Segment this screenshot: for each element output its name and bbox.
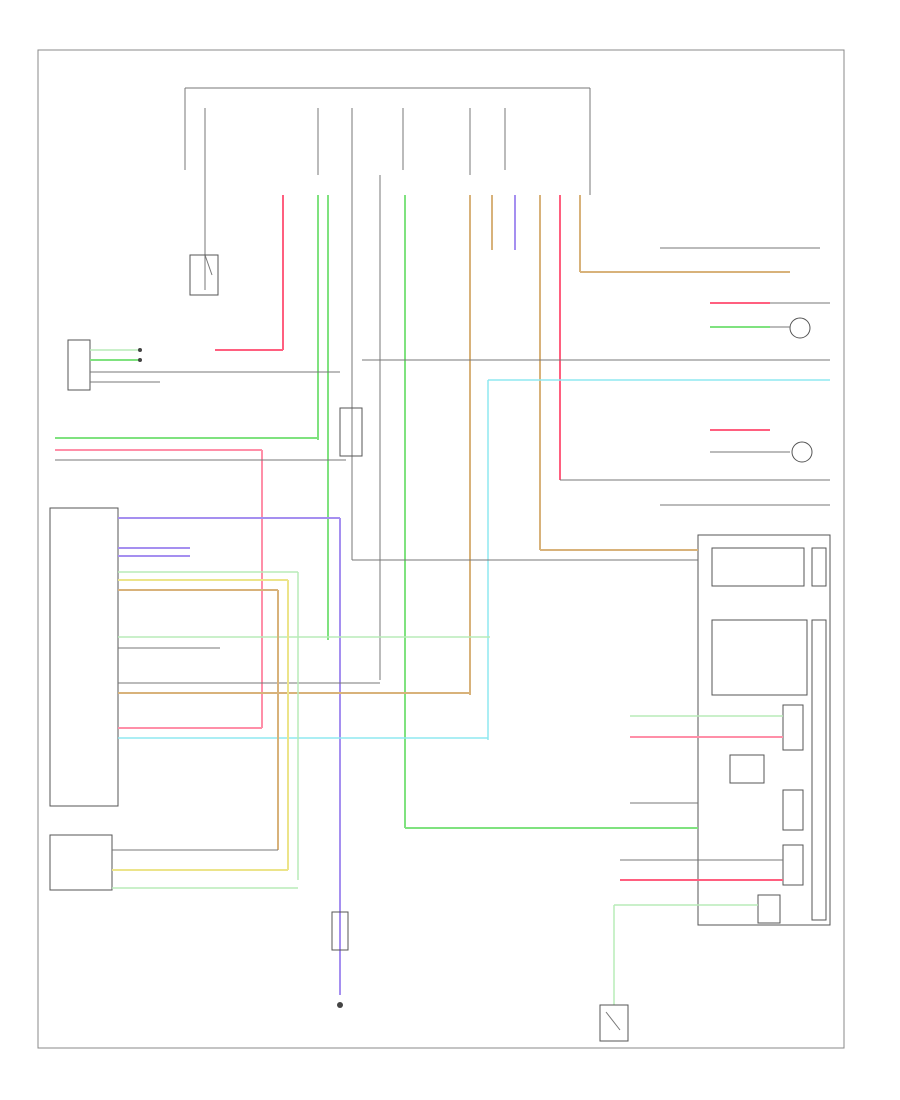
upper-left-sensor-block <box>67 339 340 391</box>
pressure-sensor-left <box>49 834 298 891</box>
left-ecu <box>49 507 490 995</box>
combination-meter <box>352 534 831 926</box>
brake-switch-symbol <box>189 254 219 296</box>
diagram-frame <box>37 49 845 1049</box>
pressure-switch-bottom <box>599 905 629 1042</box>
fuse-box <box>184 87 591 195</box>
right-switch-upper <box>580 247 830 339</box>
mid-left-feeds <box>55 437 346 728</box>
right-switch-middle <box>560 429 830 506</box>
ground-sensor-bottom <box>331 911 349 1008</box>
fuse-outputs <box>204 160 581 828</box>
